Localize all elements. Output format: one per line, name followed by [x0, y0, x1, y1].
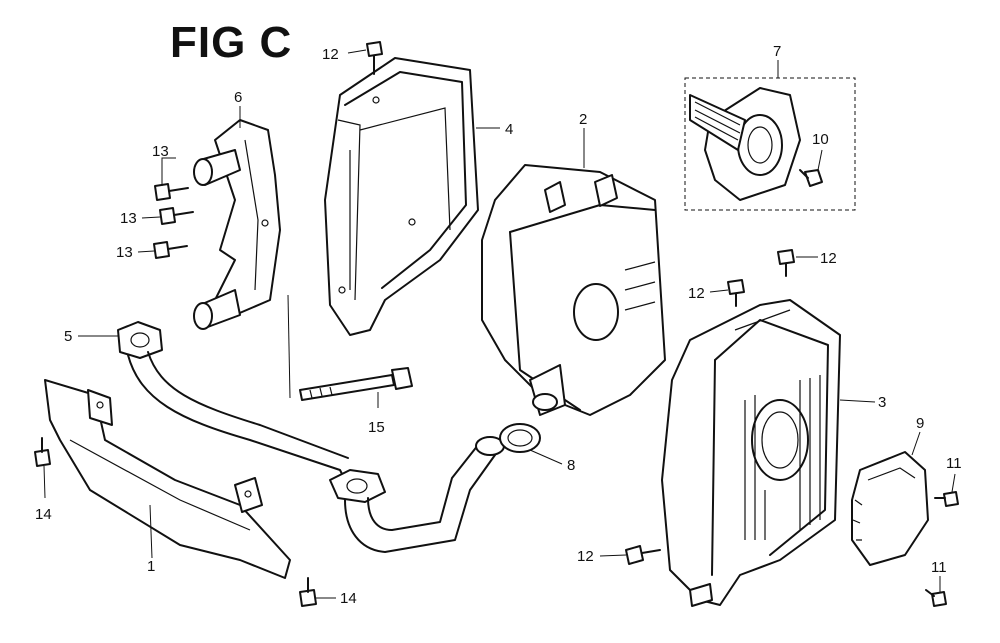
bracket-part	[193, 119, 281, 330]
muffler-part	[481, 164, 666, 416]
bolt-10-icon	[799, 169, 823, 187]
bolt-12-bottom-icon	[625, 545, 661, 565]
callout-11-b: 11	[931, 559, 947, 576]
callout-labels: 1 2 3 4 5 6 7 8 9 10 11 11 12 12 12 12 1…	[35, 43, 962, 607]
muffler-stay-part	[44, 379, 291, 579]
callout-11-a: 11	[946, 455, 962, 472]
exhaust-pipe-part	[117, 321, 505, 553]
callout-14-b: 14	[340, 590, 357, 607]
figure-title: FIG C	[170, 18, 293, 67]
callout-5: 5	[64, 328, 72, 345]
callout-15: 15	[368, 419, 385, 436]
callout-9: 9	[916, 415, 924, 432]
bolt-15-icon	[299, 367, 413, 401]
callout-1: 1	[147, 558, 155, 575]
callout-13-c: 13	[116, 244, 133, 261]
callout-4: 4	[505, 121, 513, 138]
bolt-12-mid-icon	[727, 279, 745, 307]
callout-12-c: 12	[688, 285, 705, 302]
callout-13-a: 13	[152, 143, 169, 160]
spark-arrester-group	[684, 77, 856, 211]
muffler-protector-part	[324, 57, 479, 336]
deflector-part	[851, 451, 929, 566]
callout-7: 7	[773, 43, 781, 60]
gasket-part	[499, 423, 541, 453]
callout-6: 6	[234, 89, 242, 106]
bolt-11-b-icon	[925, 589, 947, 607]
bolt-11-a-icon	[934, 491, 959, 507]
callout-10: 10	[812, 131, 829, 148]
callout-12-b: 12	[820, 250, 837, 267]
bolt-13-a-icon	[154, 183, 189, 201]
callout-14-a: 14	[35, 506, 52, 523]
leader-lines	[43, 49, 956, 599]
bolt-12-right-icon	[777, 249, 795, 277]
callout-13-b: 13	[120, 210, 137, 227]
bolt-13-c-icon	[153, 241, 188, 259]
muffler-cover-part	[661, 299, 841, 607]
callout-2: 2	[579, 111, 587, 128]
callout-3: 3	[878, 394, 886, 411]
callout-12-a: 12	[322, 46, 339, 63]
bolt-14-bottom-icon	[299, 577, 317, 607]
bolt-13-b-icon	[159, 207, 194, 225]
callout-8: 8	[567, 457, 575, 474]
bolt-12-top-icon	[366, 41, 383, 75]
callout-12-d: 12	[577, 548, 594, 565]
bolt-14-left-icon	[34, 437, 51, 467]
